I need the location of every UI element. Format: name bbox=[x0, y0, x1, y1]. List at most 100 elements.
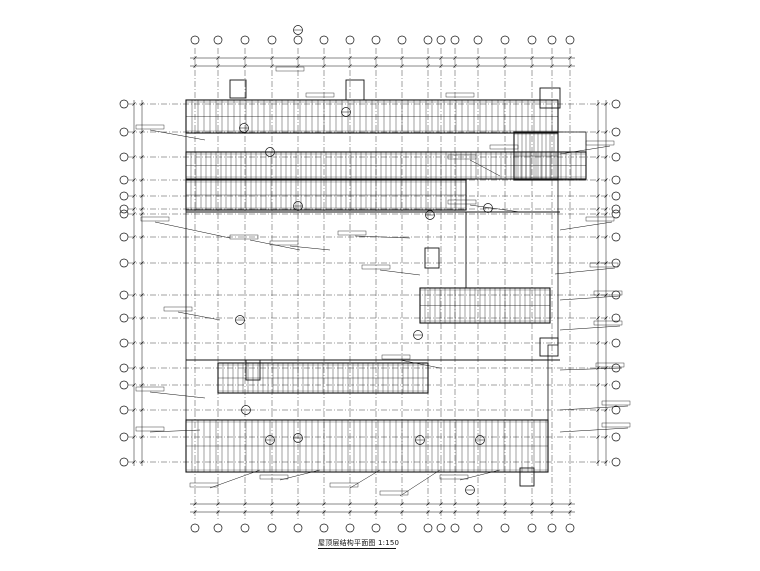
dimension-tick bbox=[550, 502, 554, 506]
dimension-tick bbox=[596, 383, 600, 387]
axis-bubble bbox=[436, 523, 446, 533]
axis-bubble bbox=[267, 35, 277, 45]
dimension-tick bbox=[216, 510, 220, 514]
axis-bubble bbox=[397, 523, 407, 533]
dimension-tick bbox=[322, 64, 326, 68]
axis-bubble bbox=[611, 380, 621, 390]
leader-line bbox=[559, 145, 611, 155]
dimension-tick bbox=[132, 155, 136, 159]
axis-bubble bbox=[611, 457, 621, 467]
axis-bubble bbox=[436, 35, 446, 45]
axis-bubble bbox=[119, 99, 129, 109]
note-tag bbox=[135, 124, 165, 130]
axis-bubble bbox=[611, 99, 621, 109]
note-tag bbox=[229, 234, 259, 240]
dimension-tick bbox=[140, 460, 144, 464]
leader-line bbox=[379, 269, 421, 276]
dimension-tick bbox=[503, 510, 507, 514]
dimension-tick bbox=[439, 64, 443, 68]
leader-line bbox=[399, 359, 441, 369]
dimension-tick bbox=[374, 56, 378, 60]
axis-bubble bbox=[213, 523, 223, 533]
axis-bubble bbox=[119, 209, 129, 219]
dimension-tick bbox=[132, 235, 136, 239]
building-outline bbox=[185, 99, 587, 473]
note-tag bbox=[381, 354, 411, 360]
dimension-tick bbox=[296, 56, 300, 60]
note-tag bbox=[447, 199, 477, 205]
dimension-tick bbox=[140, 435, 144, 439]
note-tag bbox=[595, 362, 625, 368]
dimension-tick bbox=[400, 502, 404, 506]
dimension-tick bbox=[216, 56, 220, 60]
dimension-tick bbox=[439, 510, 443, 514]
dimension-tick bbox=[439, 56, 443, 60]
dimension-tick bbox=[604, 383, 608, 387]
dimension-tick bbox=[530, 56, 534, 60]
dimension-tick bbox=[270, 64, 274, 68]
note-tag bbox=[269, 240, 299, 246]
note-tag bbox=[589, 262, 619, 268]
dimension-tick bbox=[374, 510, 378, 514]
dimension-tick bbox=[530, 502, 534, 506]
stair-core bbox=[345, 79, 365, 101]
note-tag bbox=[163, 306, 193, 312]
dimension-tick bbox=[348, 56, 352, 60]
dimension-tick bbox=[568, 510, 572, 514]
dimension-tick bbox=[453, 64, 457, 68]
leader-line bbox=[349, 469, 381, 489]
note-tag bbox=[189, 482, 219, 488]
dimension-tick bbox=[476, 502, 480, 506]
note-tag bbox=[593, 320, 623, 326]
note-tag bbox=[337, 230, 367, 236]
axis-bubble bbox=[611, 313, 621, 323]
dimension-tick bbox=[426, 64, 430, 68]
dimension-tick bbox=[132, 178, 136, 182]
dimension-tick bbox=[503, 502, 507, 506]
dimension-tick bbox=[322, 502, 326, 506]
dimension-tick bbox=[476, 56, 480, 60]
leader-line bbox=[209, 469, 261, 489]
dimension-tick bbox=[596, 207, 600, 211]
dimension-tick bbox=[568, 56, 572, 60]
dimension-tick bbox=[140, 341, 144, 345]
stair-core bbox=[229, 79, 247, 99]
dimension-tick bbox=[374, 502, 378, 506]
axis-bubble bbox=[611, 405, 621, 415]
axis-bubble bbox=[190, 523, 200, 533]
axis-bubble bbox=[500, 35, 510, 45]
dimension-tick bbox=[132, 408, 136, 412]
stair-core bbox=[424, 247, 440, 269]
dimension-tick bbox=[426, 510, 430, 514]
dimension-tick bbox=[596, 235, 600, 239]
axis-bubble bbox=[119, 363, 129, 373]
axis-bubble bbox=[319, 35, 329, 45]
axis-bubble bbox=[267, 523, 277, 533]
dimension-tick bbox=[374, 64, 378, 68]
axis-bubble bbox=[450, 523, 460, 533]
dimension-tick bbox=[453, 502, 457, 506]
dimension-tick bbox=[400, 64, 404, 68]
leader-line bbox=[149, 391, 206, 399]
dimension-tick bbox=[132, 383, 136, 387]
dimension-tick bbox=[596, 435, 600, 439]
dimension-tick bbox=[596, 102, 600, 106]
axis-bubble bbox=[319, 523, 329, 533]
dimension-tick bbox=[400, 510, 404, 514]
dimension-tick bbox=[604, 435, 608, 439]
axis-bubble bbox=[547, 523, 557, 533]
note-tag bbox=[275, 66, 305, 72]
dimension-tick bbox=[140, 235, 144, 239]
dimension-tick bbox=[530, 64, 534, 68]
dimension-tick bbox=[453, 510, 457, 514]
axis-bubble bbox=[119, 290, 129, 300]
dimension-tick bbox=[550, 64, 554, 68]
leader-line bbox=[469, 159, 501, 177]
axis-bubble bbox=[293, 523, 303, 533]
note-tag bbox=[489, 144, 519, 150]
dimension-tick bbox=[270, 510, 274, 514]
note-tag bbox=[585, 140, 615, 146]
axis-bubble bbox=[119, 204, 129, 214]
axis-bubble bbox=[240, 35, 250, 45]
